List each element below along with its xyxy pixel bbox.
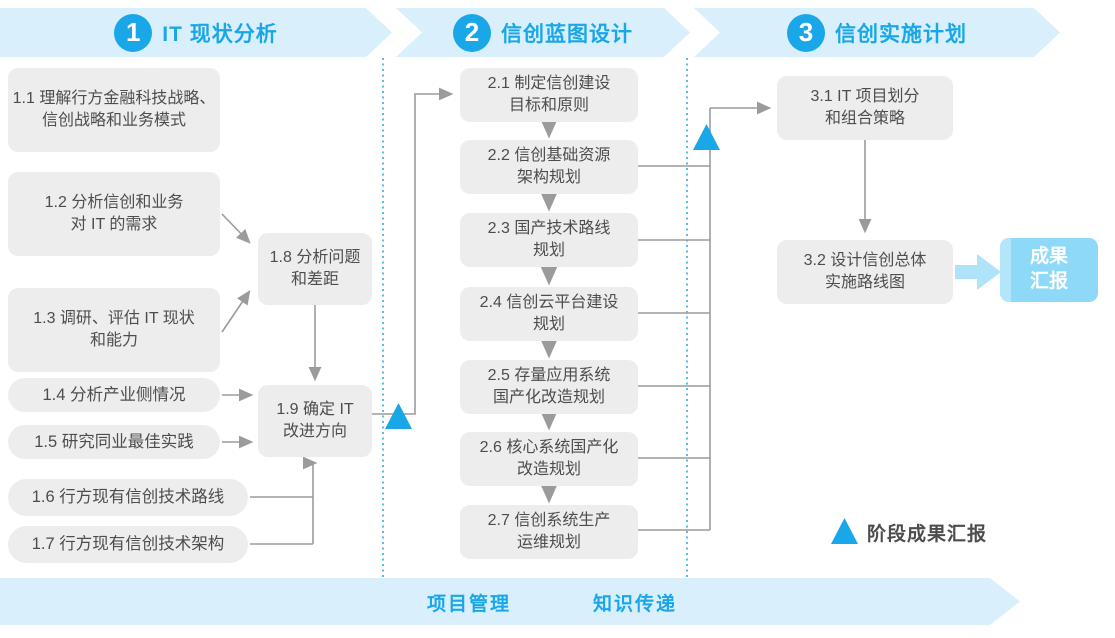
result-block-arrow [955, 254, 1001, 290]
phase-band-1: 1 IT 现状分析 [0, 8, 392, 57]
milestone-triangle-phase1 [385, 403, 412, 429]
phase-1-number-badge: 1 [114, 14, 152, 52]
step-2-5: 2.5 存量应用系统 国产化改造规划 [460, 360, 638, 414]
step-2-4: 2.4 信创云平台建设 规划 [460, 287, 638, 341]
step-1-9: 1.9 确定 IT 改进方向 [258, 385, 372, 457]
step-1-6: 1.6 行方现有信创技术路线 [8, 479, 248, 516]
step-1-4: 1.4 分析产业侧情况 [8, 378, 220, 412]
step-3-2: 3.2 设计信创总体 实施路线图 [777, 240, 953, 304]
phase-band-2: 2 信创蓝图设计 [396, 8, 690, 57]
phase-1-title: IT 现状分析 [162, 22, 278, 46]
step-2-7: 2.7 信创系统生产 运维规划 [460, 505, 638, 559]
arrow-1-2-to-1-8 [221, 213, 251, 244]
step-1-5: 1.5 研究同业最佳实践 [8, 425, 220, 459]
legend-milestone-label: 阶段成果汇报 [867, 524, 988, 545]
step-1-1: 1.1 理解行方金融科技战略、 信创战略和业务模式 [8, 68, 220, 152]
step-2-2: 2.2 信创基础资源 架构规划 [460, 140, 638, 194]
milestone-triangle-phase2 [693, 124, 720, 150]
legend-triangle-icon [831, 518, 858, 544]
phase-3-number-badge: 3 [787, 14, 825, 52]
step-2-1: 2.1 制定信创建设 目标和原则 [460, 68, 638, 122]
step-1-2: 1.2 分析信创和业务 对 IT 的需求 [8, 172, 220, 256]
arrow-1-9-to-2-1 [372, 87, 454, 415]
step-2-6: 2.6 核心系统国产化 改造规划 [460, 432, 638, 486]
step-2-3: 2.3 国产技术路线 规划 [460, 213, 638, 267]
result-box-stripe [1000, 238, 1011, 302]
arrow-1-3-to-1-8 [221, 290, 251, 333]
phase-2-title: 信创蓝图设计 [501, 22, 633, 46]
bottom-label-knowledge-transfer: 知识传递 [593, 594, 678, 615]
step-1-8: 1.8 分析问题 和差距 [258, 233, 372, 305]
step-1-7: 1.7 行方现有信创技术架构 [8, 526, 248, 563]
bottom-label-project-management: 项目管理 [427, 594, 512, 615]
step-1-3: 1.3 调研、评估 IT 现状 和能力 [8, 288, 220, 372]
result-report-label: 成果 汇报 [1029, 246, 1068, 292]
phase-band-3: 3 信创实施计划 [694, 8, 1060, 57]
phase-3-title: 信创实施计划 [835, 22, 967, 46]
result-report-box: 成果 汇报 [1000, 238, 1098, 302]
arrow-riser-to-1-9 [303, 456, 318, 544]
step-3-1: 3.1 IT 项目划分 和组合策略 [777, 76, 953, 140]
bottom-band: 项目管理 知识传递 [0, 578, 1020, 625]
phase-2-number-badge: 2 [453, 14, 491, 52]
